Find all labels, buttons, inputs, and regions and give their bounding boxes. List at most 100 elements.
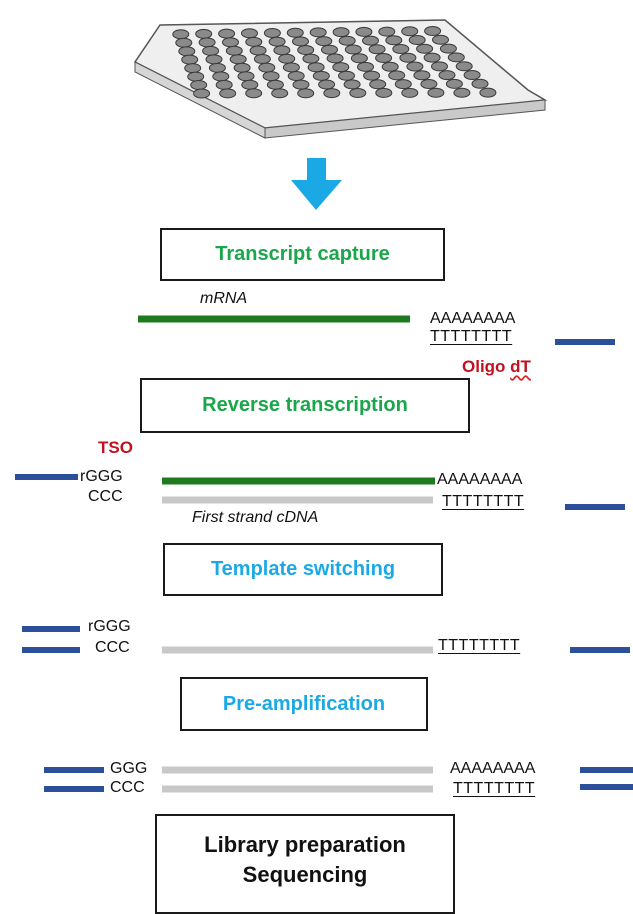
well xyxy=(431,61,448,72)
96-well-plate-icon xyxy=(133,19,548,139)
well xyxy=(286,27,304,38)
sequencing-label: Sequencing xyxy=(242,862,368,887)
well xyxy=(427,87,445,98)
well xyxy=(332,27,350,38)
well xyxy=(202,45,220,56)
ccc-label: CCC xyxy=(88,488,123,505)
well xyxy=(375,87,393,98)
well xyxy=(271,88,289,99)
well xyxy=(343,79,361,90)
well xyxy=(355,26,373,37)
well xyxy=(212,71,230,82)
well xyxy=(302,53,320,64)
well xyxy=(447,52,465,63)
well xyxy=(420,79,438,89)
well xyxy=(479,87,497,98)
well xyxy=(181,54,199,65)
well xyxy=(315,36,333,47)
well xyxy=(184,63,202,74)
pre-amplification-label: Pre-amplification xyxy=(222,692,386,715)
reverse-transcription-box: Reverse transcription xyxy=(140,378,470,433)
well xyxy=(193,88,211,99)
well xyxy=(368,44,386,55)
ggg-label: GGG xyxy=(110,760,148,777)
well xyxy=(369,79,387,90)
well xyxy=(463,70,481,80)
tso-label: TSO xyxy=(98,438,133,457)
well xyxy=(266,79,284,90)
well xyxy=(424,26,442,36)
ccc-label-pa: CCC xyxy=(110,779,145,796)
polyt-label: TTTTTTTT xyxy=(430,328,513,345)
well xyxy=(198,37,216,48)
polya-label-pa: AAAAAAAA xyxy=(450,760,536,777)
template-switching-box: Template switching xyxy=(163,543,443,596)
well xyxy=(401,87,419,98)
well xyxy=(388,70,406,81)
well xyxy=(258,62,276,73)
well xyxy=(218,28,236,39)
well xyxy=(263,28,281,38)
well xyxy=(229,54,247,65)
well xyxy=(292,36,309,47)
well xyxy=(187,71,205,82)
well xyxy=(406,61,424,72)
well xyxy=(394,79,412,90)
oligo-word: Oligo xyxy=(462,357,511,376)
well xyxy=(178,46,196,57)
well xyxy=(455,61,473,72)
well xyxy=(326,53,344,64)
well xyxy=(287,71,305,81)
well xyxy=(399,52,417,63)
well xyxy=(350,53,368,64)
well xyxy=(453,87,471,98)
polya-label-rt: AAAAAAAA xyxy=(437,471,523,488)
well xyxy=(338,70,355,81)
library-preparation-label: Library preparation xyxy=(204,832,406,857)
well xyxy=(332,62,350,73)
well xyxy=(268,36,286,47)
well xyxy=(245,88,263,99)
reverse-transcription-label: Reverse transcription xyxy=(202,394,408,416)
well xyxy=(273,45,291,56)
first-strand-cdna-label: First strand cDNA xyxy=(192,509,319,526)
well xyxy=(205,54,223,65)
transcript-capture-label: Transcript capture xyxy=(215,243,390,265)
transcript-capture-box: Transcript capture xyxy=(160,228,445,281)
well xyxy=(215,79,233,90)
well xyxy=(362,35,379,46)
well xyxy=(416,43,434,54)
well xyxy=(401,26,419,37)
well xyxy=(292,79,310,90)
polyt-label-rt: TTTTTTTT xyxy=(442,493,525,510)
library-preparation-box: Library preparation Sequencing xyxy=(155,814,455,914)
polyt-label-pa: TTTTTTTT xyxy=(453,780,536,797)
well xyxy=(413,70,431,81)
polya-label: AAAAAAAA xyxy=(430,310,516,327)
well xyxy=(307,62,325,73)
oligo-dt-label: Oligo dT xyxy=(462,357,531,377)
well xyxy=(408,35,426,45)
well xyxy=(439,43,457,54)
well xyxy=(237,71,255,82)
ccc-label-ts: CCC xyxy=(95,639,130,656)
well xyxy=(321,44,338,55)
rggg-label: rGGG xyxy=(80,468,123,485)
well xyxy=(323,88,341,99)
well xyxy=(195,28,213,39)
well xyxy=(471,78,489,89)
dt-word: dT xyxy=(510,357,531,376)
well xyxy=(349,88,367,98)
well xyxy=(262,71,280,82)
pre-amplification-box: Pre-amplification xyxy=(180,677,428,731)
well xyxy=(249,45,267,56)
well xyxy=(208,62,226,73)
well xyxy=(312,70,330,81)
well xyxy=(172,29,190,40)
well xyxy=(445,78,463,89)
well xyxy=(225,45,243,56)
well xyxy=(241,79,259,90)
well xyxy=(175,37,193,48)
well xyxy=(385,35,403,46)
